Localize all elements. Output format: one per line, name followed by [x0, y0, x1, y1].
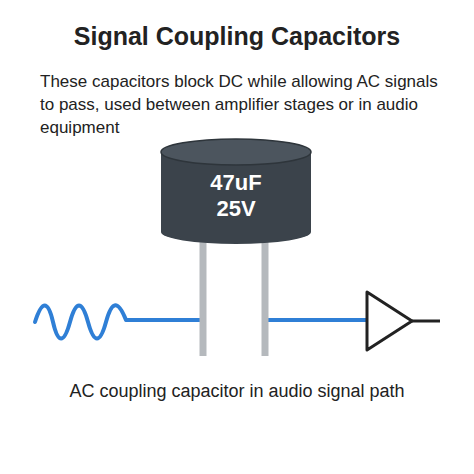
caption: AC coupling capacitor in audio signal pa… [20, 378, 454, 404]
capacitor-lead [262, 240, 269, 356]
amplifier-symbol [367, 292, 412, 350]
capacitor-lead [200, 240, 207, 356]
note-text: These capacitors block DC while allowing… [40, 70, 450, 139]
description: These capacitors block DC while allowing… [40, 70, 450, 139]
capacitor-body: 47uF25V [160, 138, 312, 246]
signal-wire [126, 318, 200, 322]
signal-wire [266, 318, 366, 322]
capacitor-rating: 47uF [160, 170, 312, 196]
sine-wave [35, 305, 126, 338]
capacitor-rating: 25V [160, 196, 312, 222]
output-wire [412, 320, 440, 323]
title: Signal Coupling Capacitors [10, 22, 464, 51]
